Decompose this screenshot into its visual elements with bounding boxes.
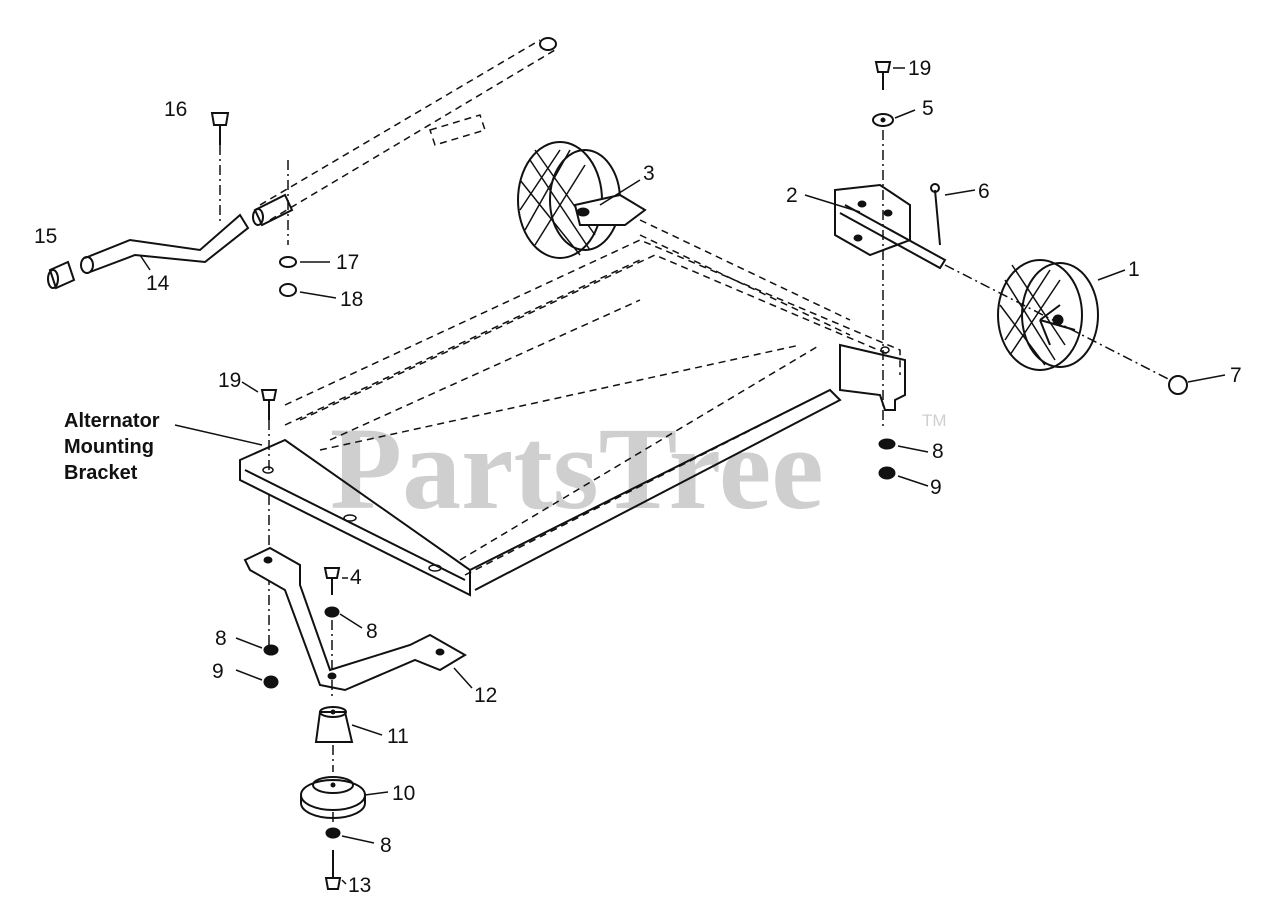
bracket-label-line1: Alternator	[64, 410, 160, 432]
callout-11: 11	[387, 725, 409, 748]
frame-assembly	[239, 239, 906, 597]
callout-7: 7	[1230, 364, 1242, 387]
callout-8-right: 8	[932, 440, 944, 463]
callout-12: 12	[474, 684, 497, 707]
mount-assembly	[235, 546, 473, 890]
callout-4: 4	[350, 566, 362, 589]
callout-19-top: 19	[908, 57, 931, 80]
bracket-label-line2: Mounting	[64, 436, 154, 458]
watermark: PartsTree TM	[330, 403, 947, 534]
callout-13: 13	[348, 874, 371, 897]
bracket-label-line3: Bracket	[64, 462, 138, 484]
watermark-trademark: TM	[922, 411, 947, 430]
callout-labels: 1 2 3 4 5 6 7 8 8 8 8 9 9 10 11 12 13 14…	[34, 57, 1242, 897]
callout-14: 14	[146, 272, 170, 295]
callout-18: 18	[340, 288, 363, 311]
callout-8-mount: 8	[366, 620, 378, 643]
callout-8-bottom: 8	[380, 834, 392, 857]
callout-9-right: 9	[930, 476, 942, 499]
callout-17: 17	[336, 251, 359, 274]
callout-3: 3	[643, 162, 655, 185]
left-bolt-assembly	[174, 381, 278, 645]
callout-8-left: 8	[215, 627, 227, 650]
handle-assembly	[47, 37, 557, 299]
callout-10: 10	[392, 782, 415, 805]
callout-6: 6	[978, 180, 990, 203]
wheel-assembly-left	[517, 141, 851, 336]
callout-9-left: 9	[212, 660, 224, 683]
wheel-assembly-right	[599, 61, 1226, 487]
watermark-text: PartsTree	[330, 403, 824, 534]
callout-2: 2	[786, 184, 798, 207]
alternator-bracket-label: Alternator Mounting Bracket	[64, 410, 160, 484]
callout-1: 1	[1128, 258, 1140, 281]
callout-5: 5	[922, 97, 934, 120]
callout-15: 15	[34, 225, 57, 248]
callout-19-left: 19	[218, 369, 241, 392]
callout-16: 16	[164, 98, 187, 121]
